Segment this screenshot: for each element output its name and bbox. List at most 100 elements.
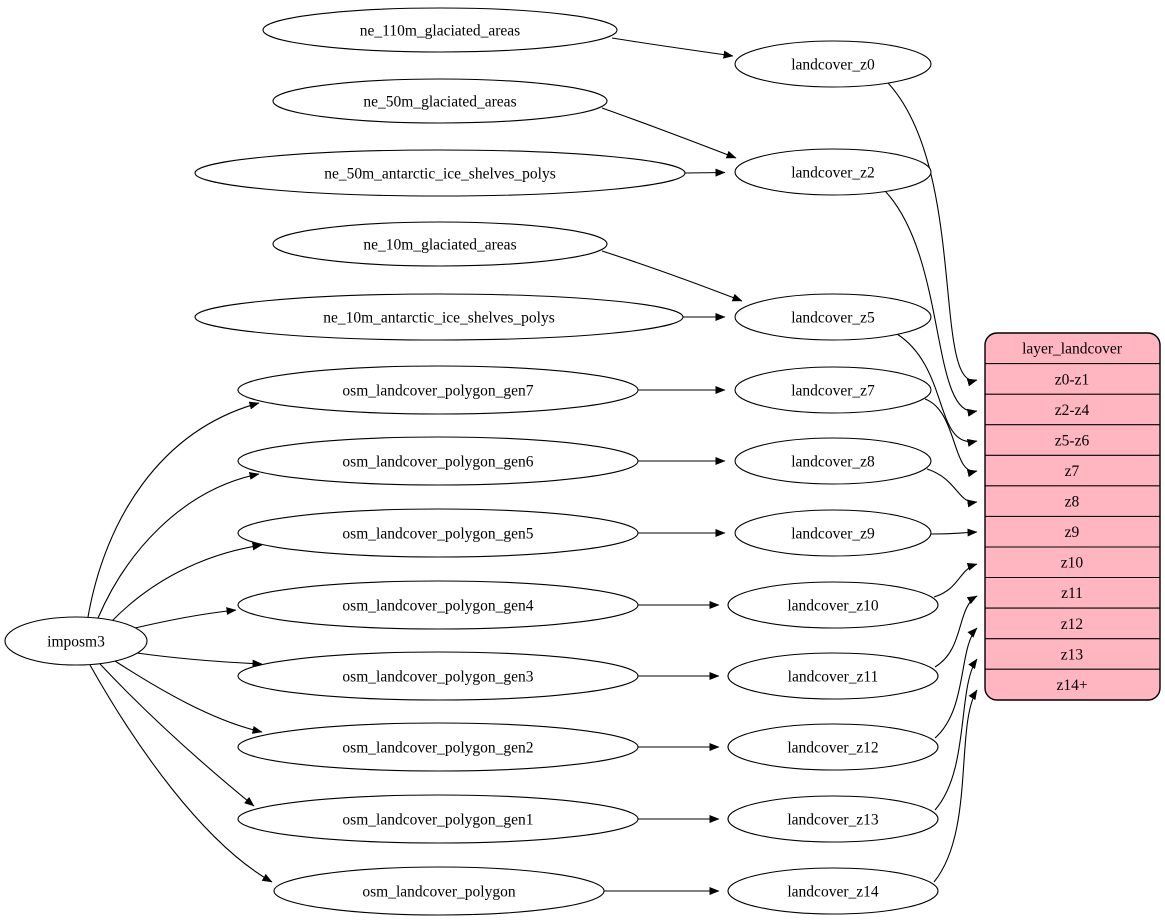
node-landcover-z0: landcover_z0 bbox=[734, 40, 932, 88]
gen3-label: osm_landcover_polygon_gen3 bbox=[342, 668, 533, 685]
z12-label: landcover_z12 bbox=[787, 739, 878, 756]
gen5-label: osm_landcover_polygon_gen5 bbox=[342, 525, 533, 542]
layer-landcover-table: layer_landcover z0-z1 z2-z4 z5-z6 z7 z8 … bbox=[984, 332, 1161, 701]
edge-imposm3-gen2 bbox=[114, 660, 263, 734]
ne-50m-antarctic-ellipse bbox=[194, 149, 686, 197]
z8-ellipse bbox=[734, 437, 932, 485]
table-row-z13: z13 bbox=[1061, 646, 1084, 663]
table-row-z7: z7 bbox=[1065, 463, 1080, 480]
edge-ne10m-glac-z5 bbox=[601, 250, 743, 302]
edge-z11-row bbox=[934, 595, 978, 668]
node-ne-10m-antarctic-ice-shelves: ne_10m_antarctic_ice_shelves_polys bbox=[194, 293, 684, 341]
z13-ellipse bbox=[727, 795, 939, 843]
table-row-z14plus: z14+ bbox=[1056, 677, 1087, 694]
node-osm-landcover-polygon-gen5: osm_landcover_polygon_gen5 bbox=[237, 508, 639, 558]
node-landcover-z12: landcover_z12 bbox=[727, 723, 939, 771]
z2-label: landcover_z2 bbox=[791, 164, 875, 181]
node-osm-landcover-polygon-gen3: osm_landcover_polygon_gen3 bbox=[237, 651, 639, 701]
edge-z2-row bbox=[884, 190, 978, 417]
edge-imposm3-gen4 bbox=[134, 607, 237, 629]
table-row-z2-z4: z2-z4 bbox=[1055, 402, 1090, 419]
edge-z7-row bbox=[924, 398, 978, 478]
z7-label: landcover_z7 bbox=[791, 382, 875, 399]
table-row-z8: z8 bbox=[1065, 494, 1080, 511]
z11-label: landcover_z11 bbox=[788, 668, 879, 685]
node-landcover-z14: landcover_z14 bbox=[727, 867, 939, 915]
z0-label: landcover_z0 bbox=[791, 56, 875, 73]
gen6-label: osm_landcover_polygon_gen6 bbox=[342, 453, 533, 470]
edge-z10-row bbox=[933, 563, 978, 598]
poly-label: osm_landcover_polygon bbox=[362, 883, 516, 900]
gen6-ellipse bbox=[237, 436, 639, 486]
z9-ellipse bbox=[734, 509, 932, 557]
node-landcover-z7: landcover_z7 bbox=[734, 366, 932, 414]
node-landcover-z11: landcover_z11 bbox=[727, 652, 939, 700]
gen7-label: osm_landcover_polygon_gen7 bbox=[342, 382, 533, 399]
z12-ellipse bbox=[727, 723, 939, 771]
imposm3-ellipse bbox=[4, 616, 148, 666]
table-row-z12: z12 bbox=[1061, 616, 1083, 633]
table-row-z9: z9 bbox=[1065, 524, 1080, 541]
edge-z0-row bbox=[887, 82, 978, 387]
gen2-ellipse bbox=[237, 722, 639, 772]
edge-ne50m-glac-z2 bbox=[601, 107, 737, 159]
edge-z9-row bbox=[930, 528, 978, 537]
edge-imposm3-gen3 bbox=[136, 652, 263, 668]
edge-ne50m-ant-z2 bbox=[684, 168, 726, 177]
node-landcover-z5: landcover_z5 bbox=[734, 293, 932, 341]
edge-imposm3-gen6 bbox=[97, 471, 260, 619]
ne-50m-glaciated-ellipse bbox=[272, 78, 608, 124]
node-ne-50m-antarctic-ice-shelves: ne_50m_antarctic_ice_shelves_polys bbox=[194, 149, 686, 197]
table-row-z10: z10 bbox=[1061, 555, 1084, 572]
gen3-ellipse bbox=[237, 651, 639, 701]
gen1-ellipse bbox=[237, 794, 639, 844]
edge-imposm3-gen1 bbox=[99, 663, 255, 807]
ne-110m-label: ne_110m_glaciated_areas bbox=[360, 22, 520, 39]
edge-imposm3-gen7 bbox=[87, 401, 260, 618]
ne-50m-antarctic-label: ne_50m_antarctic_ice_shelves_polys bbox=[324, 165, 556, 182]
ne-10m-antarctic-label: ne_10m_antarctic_ice_shelves_polys bbox=[323, 309, 555, 326]
node-ne-110m-glaciated-areas: ne_110m_glaciated_areas bbox=[262, 7, 618, 53]
gen2-label: osm_landcover_polygon_gen2 bbox=[342, 739, 533, 756]
node-landcover-z9: landcover_z9 bbox=[734, 509, 932, 557]
ne-10m-glaciated-ellipse bbox=[272, 221, 608, 267]
edge-imposm3-gen5 bbox=[111, 542, 263, 622]
z8-label: landcover_z8 bbox=[791, 453, 875, 470]
edge-z8-row bbox=[926, 468, 978, 508]
z11-ellipse bbox=[727, 652, 939, 700]
node-osm-landcover-polygon: osm_landcover_polygon bbox=[273, 866, 605, 916]
gen4-label: osm_landcover_polygon_gen4 bbox=[342, 597, 533, 614]
gen7-ellipse bbox=[237, 365, 639, 415]
z14-label: landcover_z14 bbox=[787, 883, 878, 900]
z2-ellipse bbox=[734, 148, 932, 196]
gen5-ellipse bbox=[237, 508, 639, 558]
gen4-ellipse bbox=[237, 580, 639, 630]
node-landcover-z2: landcover_z2 bbox=[734, 148, 932, 196]
node-osm-landcover-polygon-gen2: osm_landcover_polygon_gen2 bbox=[237, 722, 639, 772]
node-osm-landcover-polygon-gen6: osm_landcover_polygon_gen6 bbox=[237, 436, 639, 486]
node-ne-50m-glaciated-areas: ne_50m_glaciated_areas bbox=[272, 78, 608, 124]
table-row-z11: z11 bbox=[1061, 585, 1083, 602]
ne-10m-antarctic-ellipse bbox=[194, 293, 684, 341]
table-title: layer_landcover bbox=[1022, 341, 1123, 358]
edges-layer bbox=[87, 37, 978, 895]
node-imposm3: imposm3 bbox=[4, 616, 148, 666]
edge-z5-row bbox=[896, 333, 978, 447]
edge-imposm3-poly bbox=[89, 664, 273, 883]
imposm3-label: imposm3 bbox=[47, 633, 105, 650]
edge-ne110m-z0 bbox=[611, 37, 734, 59]
z10-label: landcover_z10 bbox=[787, 597, 878, 614]
node-landcover-z13: landcover_z13 bbox=[727, 795, 939, 843]
z14-ellipse bbox=[727, 867, 939, 915]
z5-label: landcover_z5 bbox=[791, 309, 875, 326]
z0-ellipse bbox=[734, 40, 932, 88]
gen1-label: osm_landcover_polygon_gen1 bbox=[342, 811, 533, 828]
node-osm-landcover-polygon-gen4: osm_landcover_polygon_gen4 bbox=[237, 580, 639, 630]
node-osm-landcover-polygon-gen7: osm_landcover_polygon_gen7 bbox=[237, 365, 639, 415]
node-ne-10m-glaciated-areas: ne_10m_glaciated_areas bbox=[272, 221, 608, 267]
z13-label: landcover_z13 bbox=[787, 811, 878, 828]
z7-ellipse bbox=[734, 366, 932, 414]
edge-z14-row bbox=[933, 689, 978, 883]
z5-ellipse bbox=[734, 293, 932, 341]
